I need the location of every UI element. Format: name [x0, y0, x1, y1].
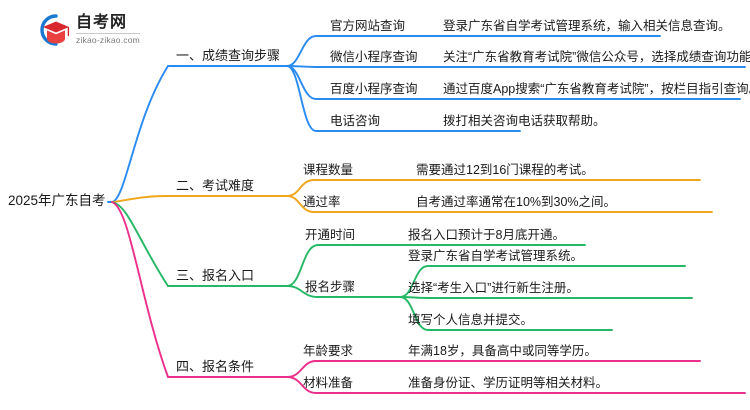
sub-label-3-1[interactable]: 开通时间 — [305, 228, 356, 242]
sub-detail-2-1: 需要通过12到16门课程的考试。 — [416, 163, 594, 177]
logo-domain: zikao-zikao.com — [76, 35, 140, 46]
branch-label-3[interactable]: 三、报名入口 — [176, 268, 255, 283]
step-label-3-2-1: 登录广东省自学考试管理系统。 — [408, 249, 584, 263]
site-logo: 自考网 zikao-zikao.com — [30, 12, 140, 48]
mindmap-root-node[interactable]: 2025年广东自考 — [8, 193, 106, 208]
sub-detail-3-1: 报名入口预计于8月底开通。 — [408, 228, 565, 242]
sub-label-4-2[interactable]: 材料准备 — [303, 376, 354, 390]
sub-label-2-2[interactable]: 通过率 — [303, 195, 341, 209]
sub-detail-1-1: 登录广东省自学考试管理系统，输入相关信息查询。 — [443, 19, 731, 33]
sub-detail-4-2: 准备身份证、学历证明等相关材料。 — [408, 376, 609, 390]
step-label-3-2-3: 填写个人信息并提交。 — [408, 313, 534, 327]
sub-label-3-2[interactable]: 报名步骤 — [305, 280, 356, 294]
sub-detail-1-3: 通过百度App搜索“广东省教育考试院”，按栏目指引查询。 — [443, 82, 750, 96]
sub-detail-1-4: 拨打相关咨询电话获取帮助。 — [443, 114, 606, 128]
sub-detail-1-2: 关注“广东省教育考试院”微信公众号，选择成绩查询功能。 — [443, 50, 750, 64]
sub-label-1-2[interactable]: 微信小程序查询 — [330, 50, 418, 64]
sub-label-2-1[interactable]: 课程数量 — [303, 163, 354, 177]
branch-label-2[interactable]: 二、考试难度 — [176, 178, 255, 193]
step-label-3-2-2: 选择“考生入口”进行新生注册。 — [408, 281, 579, 295]
sub-label-1-4[interactable]: 电话咨询 — [330, 114, 381, 128]
graduation-cap-icon — [30, 12, 70, 48]
sub-detail-4-1: 年满18岁，具备高中或同等学历。 — [408, 344, 597, 358]
logo-name: 自考网 — [76, 15, 140, 35]
branch-label-4[interactable]: 四、报名条件 — [176, 359, 255, 374]
sub-label-1-3[interactable]: 百度小程序查询 — [330, 82, 418, 96]
sub-detail-2-2: 自考通过率通常在10%到30%之间。 — [416, 195, 617, 209]
sub-label-4-1[interactable]: 年龄要求 — [303, 344, 354, 358]
branch-label-1[interactable]: 一、成绩查询步骤 — [176, 48, 281, 63]
sub-label-1-1[interactable]: 官方网站查询 — [330, 19, 406, 33]
